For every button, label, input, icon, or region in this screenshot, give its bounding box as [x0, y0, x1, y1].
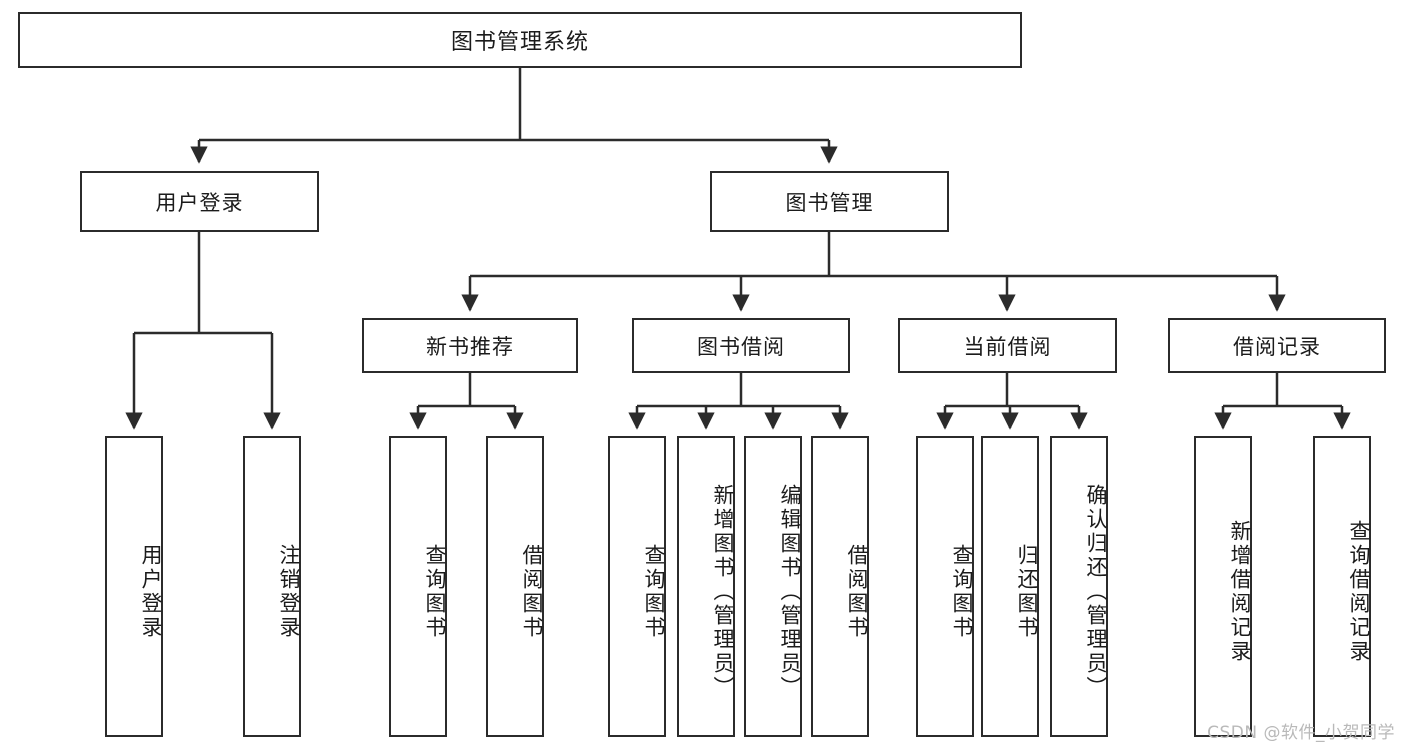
node-book-management-label: 图书管理 — [785, 190, 874, 215]
leaf-label: 查询图书 — [950, 543, 974, 640]
leaf-user-login-logout[interactable]: 注销登录 — [243, 436, 301, 737]
node-book-management[interactable]: 图书管理 — [710, 171, 949, 232]
leaf-label: 查询图书 — [642, 543, 666, 640]
leaf-label: 用户登录 — [139, 543, 163, 640]
leaf-borrow-borrow-book[interactable]: 借阅图书 — [811, 436, 869, 737]
node-user-login-label: 用户登录 — [155, 190, 244, 215]
leaf-current-query-book[interactable]: 查询图书 — [916, 436, 974, 737]
node-borrow-record-label: 借阅记录 — [1233, 334, 1321, 359]
leaf-label: 借阅图书 — [520, 543, 544, 640]
leaf-label: 注销登录 — [277, 543, 301, 640]
node-user-login[interactable]: 用户登录 — [80, 171, 319, 232]
node-book-borrow[interactable]: 图书借阅 — [632, 318, 850, 373]
leaf-new-book-query[interactable]: 查询图书 — [389, 436, 447, 737]
leaf-user-login-login[interactable]: 用户登录 — [105, 436, 163, 737]
leaf-current-confirm-return-admin[interactable]: 确认归还（管理员） — [1050, 436, 1108, 737]
leaf-new-book-borrow[interactable]: 借阅图书 — [486, 436, 544, 737]
leaf-record-query-record[interactable]: 查询借阅记录 — [1313, 436, 1371, 737]
leaf-label: 编辑图书（管理员） — [778, 483, 802, 700]
node-borrow-record[interactable]: 借阅记录 — [1168, 318, 1386, 373]
leaf-label: 查询借阅记录 — [1347, 519, 1371, 664]
node-book-borrow-label: 图书借阅 — [697, 334, 785, 359]
leaf-label: 查询图书 — [423, 543, 447, 640]
leaf-label: 借阅图书 — [845, 543, 869, 640]
leaf-current-return-book[interactable]: 归还图书 — [981, 436, 1039, 737]
node-root-label: 图书管理系统 — [450, 30, 589, 55]
node-new-book-recommend[interactable]: 新书推荐 — [362, 318, 578, 373]
csdn-watermark: CSDN @软件_小贺同学 — [1207, 723, 1395, 743]
node-current-borrow-label: 当前借阅 — [963, 334, 1052, 359]
leaf-borrow-add-book-admin[interactable]: 新增图书（管理员） — [677, 436, 735, 737]
leaf-borrow-edit-book-admin[interactable]: 编辑图书（管理员） — [744, 436, 802, 737]
node-root-system[interactable]: 图书管理系统 — [18, 12, 1022, 68]
leaf-record-add-record[interactable]: 新增借阅记录 — [1194, 436, 1252, 737]
node-new-book-recommend-label: 新书推荐 — [426, 334, 514, 359]
leaf-label: 新增借阅记录 — [1228, 519, 1252, 664]
leaf-label: 确认归还（管理员） — [1084, 483, 1108, 700]
leaf-label: 新增图书（管理员） — [711, 483, 735, 700]
leaf-label: 归还图书 — [1015, 543, 1039, 640]
leaf-borrow-query-book[interactable]: 查询图书 — [608, 436, 666, 737]
node-current-borrow[interactable]: 当前借阅 — [898, 318, 1117, 373]
